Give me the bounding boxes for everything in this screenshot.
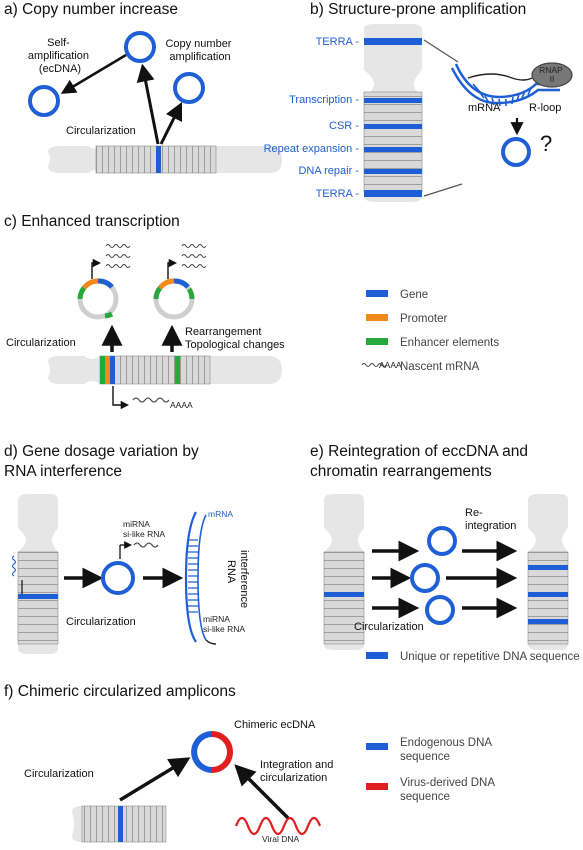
nascent-mrna-c2	[181, 244, 207, 248]
chromosome-c	[48, 355, 282, 385]
terra-top-label: TERRA -	[316, 36, 360, 48]
chromosome-f	[72, 805, 167, 843]
chimeric-ecdna-label: Chimeric ecDNA	[234, 719, 316, 731]
panel-c-title: c) Enhanced transcription	[4, 213, 180, 230]
arrow-self-amp	[60, 53, 127, 94]
r-loop-label: R-loop	[529, 102, 561, 114]
legend-enhancer-label: Enhancer elements	[400, 337, 499, 349]
arrow-up	[136, 63, 160, 145]
arrow-f1	[119, 757, 191, 802]
circularization-label-e: Circularization	[354, 621, 424, 633]
legend-endo-swatch	[366, 743, 388, 750]
transcription-label: Transcription -	[289, 94, 359, 106]
panel-f-title: f) Chimeric circularized amplicons	[4, 683, 236, 700]
nascent-mrna-c1c	[105, 264, 131, 268]
arrow-f2	[234, 764, 290, 820]
circularization-label-c: Circularization	[6, 337, 76, 349]
panel-e: e) Reintegration of eccDNA and chromatin…	[310, 443, 580, 663]
panel-b: b) Structure-prone amplification TERRA -…	[264, 1, 573, 202]
chromosome-e-right	[527, 494, 569, 650]
legend-e-label: Unique or repetitive DNA sequence	[400, 651, 580, 663]
mirna-label-d1: miRNA si-like RNA	[123, 519, 165, 539]
panel-d: d) Gene dosage variation by RNA interfer…	[4, 443, 250, 654]
mrna-label-d: mRNA	[208, 509, 233, 519]
panel-a-title: a) Copy number increase	[4, 1, 178, 18]
nascent-mrna-c2b	[181, 254, 207, 258]
legend-virus-swatch	[366, 783, 388, 790]
mirna-label-d2: miRNA si-like RNA	[203, 614, 245, 634]
integration-label: Integration and circularization	[260, 759, 336, 784]
legend-nascent-swatch	[361, 363, 387, 367]
rnai-label: RNA interference	[225, 550, 250, 608]
chromosome-e-left	[323, 494, 365, 650]
ecdna-circle-e2	[410, 563, 440, 593]
legend-virus-label: Virus-derived DNA sequence	[400, 777, 498, 803]
legend-aaaa-label: AAAA	[379, 360, 402, 370]
circularization-label-f: Circularization	[24, 768, 94, 780]
self-amp-label: Self- amplification (ecDNA)	[28, 37, 92, 75]
rna-interference-hairpin	[184, 511, 217, 645]
legend-promoter-swatch	[366, 314, 388, 321]
question-mark: ?	[540, 131, 552, 156]
arrow-right	[159, 101, 183, 145]
legend-endo-label: Endogenous DNA sequence	[400, 737, 495, 763]
viral-dna-wave	[234, 816, 322, 836]
tss-arrow-c1	[91, 258, 102, 279]
csr-label: CSR -	[329, 120, 359, 132]
legend-e-swatch	[366, 652, 388, 659]
panel-a: a) Copy number increase Self- amplificat…	[4, 1, 282, 174]
nascent-mrna-c1	[105, 244, 131, 248]
legend-c: Gene Promoter Enhancer elements AAAA Nas…	[361, 289, 499, 373]
nascent-mrna-d	[11, 555, 17, 577]
copy-amp-label: Copy number amplification	[165, 38, 234, 63]
zoom-line-bottom	[423, 183, 463, 197]
mirna-squiggle-d	[133, 542, 159, 548]
chromosome-d	[17, 494, 59, 654]
dna-repair-label: DNA repair -	[298, 165, 359, 177]
tss-arrow-chromosome-c	[112, 386, 130, 410]
panel-e-title: e) Reintegration of eccDNA and chromatin…	[310, 443, 532, 480]
aaaa-label-c: AAAA	[170, 400, 193, 410]
nascent-mrna-c2c	[181, 264, 207, 268]
panel-d-title: d) Gene dosage variation by RNA interfer…	[4, 443, 203, 480]
legend-gene-label: Gene	[400, 289, 428, 301]
rnap-label: RNAP II	[539, 65, 565, 84]
tss-arrow-c2	[167, 258, 178, 279]
legend-promoter-label: Promoter	[400, 313, 447, 325]
ecdna-circle-b	[501, 137, 531, 167]
zoom-line-top	[423, 39, 459, 63]
ecdna-circle-e3	[425, 595, 455, 625]
chromosome-b	[363, 24, 423, 202]
circle-c1	[77, 278, 119, 320]
ecdna-circle-right	[173, 72, 205, 104]
ecdna-circle-top	[124, 31, 156, 63]
ecdna-circle-e1	[427, 526, 457, 556]
legend-enhancer-swatch	[366, 338, 388, 345]
repeat-expansion-label: Repeat expansion -	[264, 143, 360, 155]
r-loop-diagram: RNAP II	[450, 62, 573, 107]
viral-dna-label: Viral DNA	[262, 834, 299, 844]
circularization-label-a: Circularization	[66, 125, 136, 137]
reintegration-label: Re- integration	[465, 507, 516, 532]
legend-gene-swatch	[366, 290, 388, 297]
rearrangement-label: Rearrangement Topological changes	[185, 326, 285, 351]
circle-c2	[153, 278, 195, 320]
ecdna-circle-left	[28, 85, 60, 117]
panel-c: c) Enhanced transcription	[4, 213, 285, 410]
chromosome-a	[48, 145, 282, 174]
mrna-label-b: mRNA	[468, 102, 501, 114]
panel-f: f) Chimeric circularized amplicons Chime…	[4, 683, 498, 844]
nascent-mrna-chromosome-c	[132, 397, 170, 403]
circularization-label-d: Circularization	[66, 616, 136, 628]
legend-nascent-label: Nascent mRNA	[400, 361, 480, 373]
nascent-mrna-c1b	[105, 254, 131, 258]
chimeric-ecdna-circle	[191, 731, 233, 773]
ecdna-circle-d	[101, 561, 135, 595]
terra-bottom-label: TERRA -	[316, 188, 360, 200]
panel-b-title: b) Structure-prone amplification	[310, 1, 526, 18]
